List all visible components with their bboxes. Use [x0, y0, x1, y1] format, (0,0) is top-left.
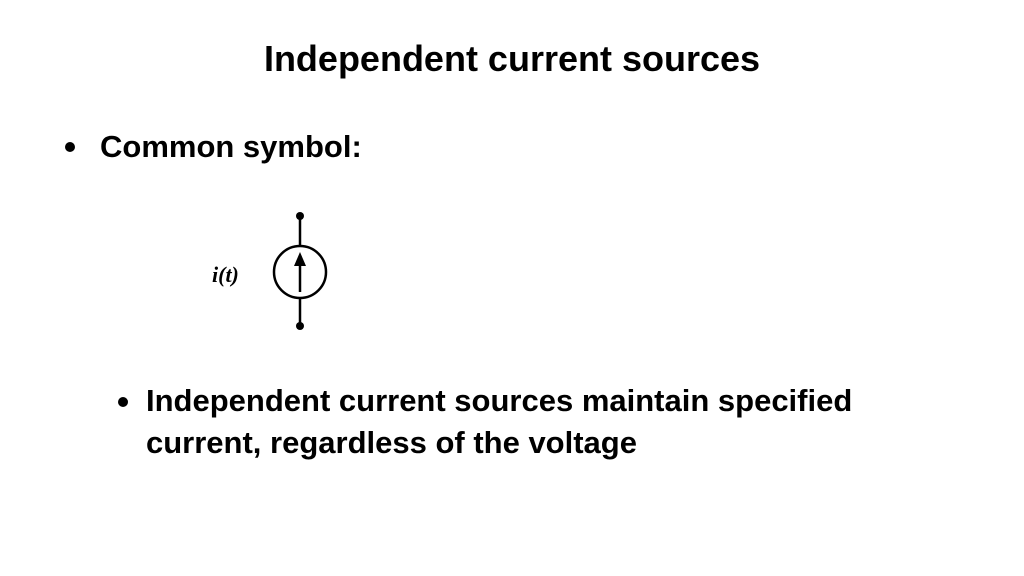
bottom-terminal [296, 322, 304, 330]
slide-title: Independent current sources [263, 38, 761, 79]
current-source-icon: i(t) [212, 212, 328, 330]
bullet-description: Independent current sources maintain spe… [146, 383, 853, 460]
top-terminal [296, 212, 304, 220]
bullet-marker [65, 142, 75, 152]
bullet-marker [118, 397, 128, 407]
current-label: i(t) [212, 262, 239, 287]
bullet-common-symbol: Common symbol: [100, 129, 362, 164]
arrow-head [294, 252, 306, 266]
